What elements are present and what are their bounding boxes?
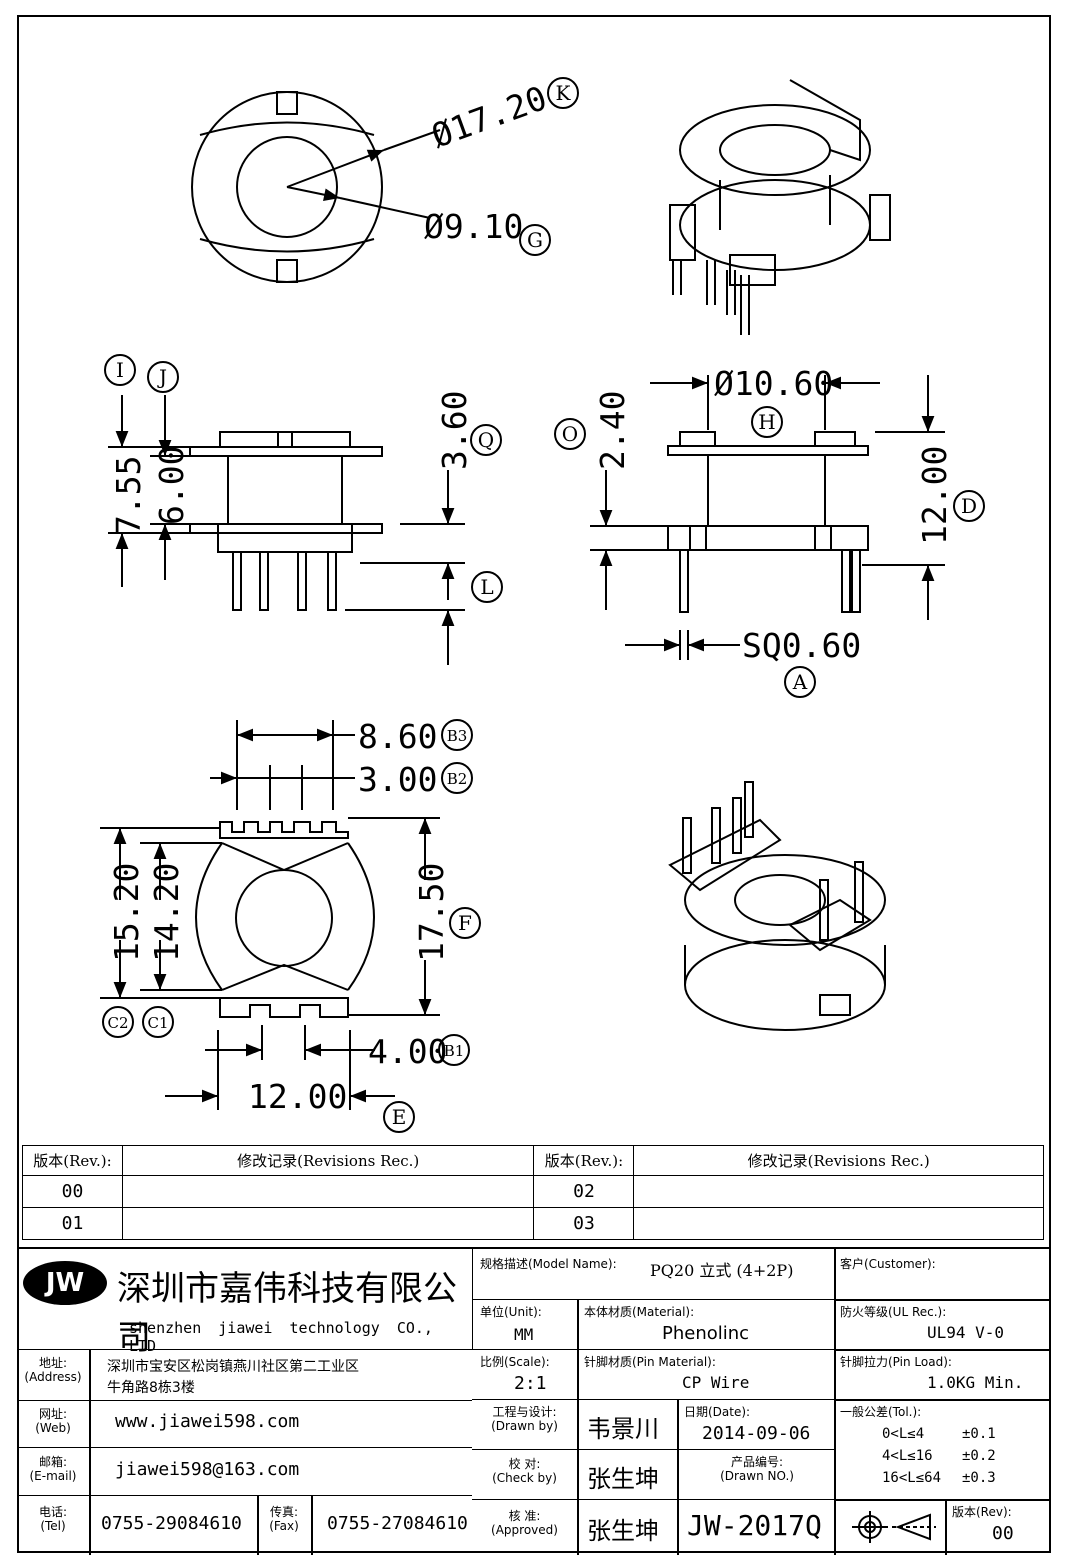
material-value: Phenolinc xyxy=(662,1323,750,1344)
marker-b2: B2 xyxy=(447,770,468,788)
marker-h: H xyxy=(758,410,775,434)
dim-h: Ø10.60 xyxy=(714,364,833,403)
address-label: 地址: xyxy=(38,1356,68,1370)
rev-label: 版本(Rev): xyxy=(952,1505,1012,1519)
rec-header-left: 修改记录(Revisions Rec.) xyxy=(121,1145,535,1176)
fax-value: 0755-27084610 xyxy=(327,1513,468,1534)
company-header: JW 深圳市嘉伟科技有限公司 shenzhen jiawei technolog… xyxy=(17,1249,473,1358)
marker-l: L xyxy=(480,575,493,599)
dim-q: 3.60 xyxy=(435,391,474,470)
marker-g: G xyxy=(527,228,543,252)
side-view-right xyxy=(590,375,945,660)
title-block: JW 深圳市嘉伟科技有限公司 shenzhen jiawei technolog… xyxy=(17,1247,1051,1555)
marker-c1: C1 xyxy=(147,1014,168,1032)
pin-load-value: 1.0KG Min. xyxy=(927,1373,1024,1392)
marker-a: A xyxy=(792,670,808,694)
drawn-by: 韦景川 xyxy=(587,1415,659,1443)
marker-f: F xyxy=(458,911,472,935)
front-view-left xyxy=(108,395,465,665)
pin-load-label: 针脚拉力(Pin Load): xyxy=(840,1355,952,1369)
check-label: 校 对: xyxy=(508,1457,541,1471)
dim-d: 12.00 xyxy=(915,446,954,545)
dim-k: Ø17.20 xyxy=(426,78,551,155)
bottom-view xyxy=(100,720,440,1110)
web-value[interactable]: www.jiawei598.com xyxy=(115,1411,300,1432)
address-line1: 深圳市宝安区松岗镇燕川社区第二工业区 xyxy=(107,1359,359,1375)
unit-value: MM xyxy=(514,1325,534,1344)
top-view xyxy=(191,91,441,283)
drawing-number: JW-2017Q xyxy=(687,1509,822,1542)
projection-symbol-icon xyxy=(852,1511,936,1543)
marker-j: J xyxy=(157,365,167,389)
email-label: 邮箱: xyxy=(38,1455,68,1469)
marker-b3: B3 xyxy=(447,727,468,745)
marker-d: D xyxy=(961,494,977,518)
dim-b1: 4.00 xyxy=(368,1032,447,1071)
tel-value: 0755-29084610 xyxy=(101,1513,242,1534)
web-label: 网址: xyxy=(38,1407,68,1421)
dim-a: SQ0.60 xyxy=(742,626,861,665)
unit-label: 单位(Unit): xyxy=(480,1305,542,1319)
approve-label: 核 准: xyxy=(508,1509,541,1523)
marker-q: Q xyxy=(478,428,494,452)
tel-label: 电话: xyxy=(38,1505,68,1519)
dim-c2: 15.20 xyxy=(107,863,146,962)
ul-label: 防火等级(UL Rec.): xyxy=(840,1305,947,1319)
model-label: 规格描述(Model Name): xyxy=(480,1257,617,1271)
dim-j: 6.00 xyxy=(152,446,191,525)
date-label: 日期(Date): xyxy=(684,1405,751,1419)
marker-i: I xyxy=(116,358,124,382)
iso-view-bottom xyxy=(668,781,886,1031)
pin-material-value: CP Wire xyxy=(682,1373,750,1392)
date-value: 2014-09-06 xyxy=(702,1423,811,1444)
dim-o: 2.40 xyxy=(593,391,632,470)
rev-header-right: 版本(Rev.): xyxy=(533,1145,635,1176)
dim-e: 12.00 xyxy=(248,1077,347,1116)
drawn-no-label: 产品编号: xyxy=(730,1455,784,1469)
rev-value: 00 xyxy=(992,1523,1014,1544)
marker-e: E xyxy=(392,1105,407,1129)
iso-view-top xyxy=(669,79,891,335)
marker-b1: B1 xyxy=(444,1042,465,1060)
marker-k: K xyxy=(556,81,572,105)
fax-label: 传真: xyxy=(269,1505,299,1519)
tol-row-1: 0<L≤4±0.1 xyxy=(882,1426,996,1442)
email-value[interactable]: jiawei598@163.com xyxy=(115,1459,300,1480)
revision-row: 01 03 xyxy=(22,1207,1044,1240)
dim-g: Ø9.10 xyxy=(424,207,523,246)
tol-row-2: 4<L≤16±0.2 xyxy=(882,1448,996,1464)
drawn-label: 工程与设计: xyxy=(492,1405,557,1419)
tol-row-3: 16<L≤64±0.3 xyxy=(882,1470,996,1486)
company-name-cn: 深圳市嘉伟科技有限公司 xyxy=(117,1269,457,1358)
ul-value: UL94 V-0 xyxy=(927,1323,1005,1342)
pin-material-label: 针脚材质(Pin Material): xyxy=(584,1355,716,1369)
customer-label: 客户(Customer): xyxy=(840,1257,936,1271)
dim-b3: 8.60 xyxy=(358,717,437,756)
company-name-en: shenzhen jiawei technology CO., LTD xyxy=(129,1319,433,1355)
marker-o: O xyxy=(562,422,578,446)
check-by: 张生坤 xyxy=(587,1465,659,1493)
tol-label: 一般公差(Tol.): xyxy=(840,1405,922,1419)
model-value: PQ20 立式 (4+2P) xyxy=(650,1261,794,1280)
dim-c1: 14.20 xyxy=(147,863,186,962)
rev-header-left: 版本(Rev.): xyxy=(22,1145,123,1176)
material-label: 本体材质(Material): xyxy=(584,1305,695,1319)
dim-i: 7.55 xyxy=(109,456,148,535)
marker-c2: C2 xyxy=(107,1014,128,1032)
dim-b2: 3.00 xyxy=(358,760,437,799)
revision-table: 版本(Rev.): 修改记录(Revisions Rec.) 版本(Rev.):… xyxy=(22,1145,1044,1240)
jw-logo: JW xyxy=(23,1261,107,1305)
address-line2: 牛角路8栋3楼 xyxy=(107,1380,195,1396)
scale-value: 2:1 xyxy=(514,1373,547,1394)
dim-f: 17.50 xyxy=(412,863,451,962)
drawing-frame xyxy=(17,15,1051,1553)
revision-row: 00 02 xyxy=(22,1175,1044,1208)
approved-by: 张生坤 xyxy=(587,1517,659,1545)
rec-header-right: 修改记录(Revisions Rec.) xyxy=(633,1145,1044,1176)
scale-label: 比例(Scale): xyxy=(480,1355,550,1369)
